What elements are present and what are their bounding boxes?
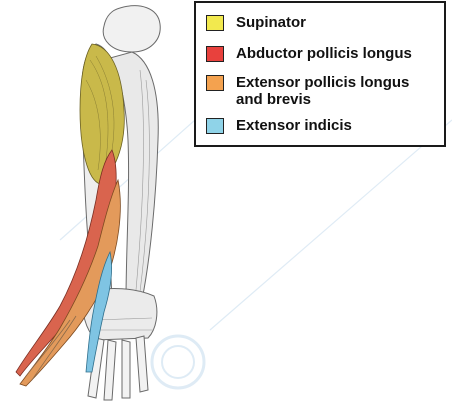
- legend-swatch-extensor-pollicis: [206, 75, 224, 91]
- legend-swatch-supinator: [206, 15, 224, 31]
- legend-item-extensor-pollicis: Extensor pollicis longus and brevis: [206, 74, 409, 108]
- legend-label-extensor-pollicis: Extensor pollicis longus and brevis: [236, 74, 409, 108]
- legend: Supinator Abductor pollicis longus Exten…: [194, 1, 446, 147]
- legend-label-supinator: Supinator: [236, 14, 306, 31]
- legend-item-abductor-pollicis-longus: Abductor pollicis longus: [206, 45, 412, 62]
- legend-item-extensor-indicis: Extensor indicis: [206, 117, 352, 134]
- legend-swatch-abductor-pollicis-longus: [206, 46, 224, 62]
- legend-label-extensor-indicis: Extensor indicis: [236, 117, 352, 134]
- legend-swatch-extensor-indicis: [206, 118, 224, 134]
- legend-item-supinator: Supinator: [206, 14, 306, 31]
- legend-label-abductor-pollicis-longus: Abductor pollicis longus: [236, 45, 412, 62]
